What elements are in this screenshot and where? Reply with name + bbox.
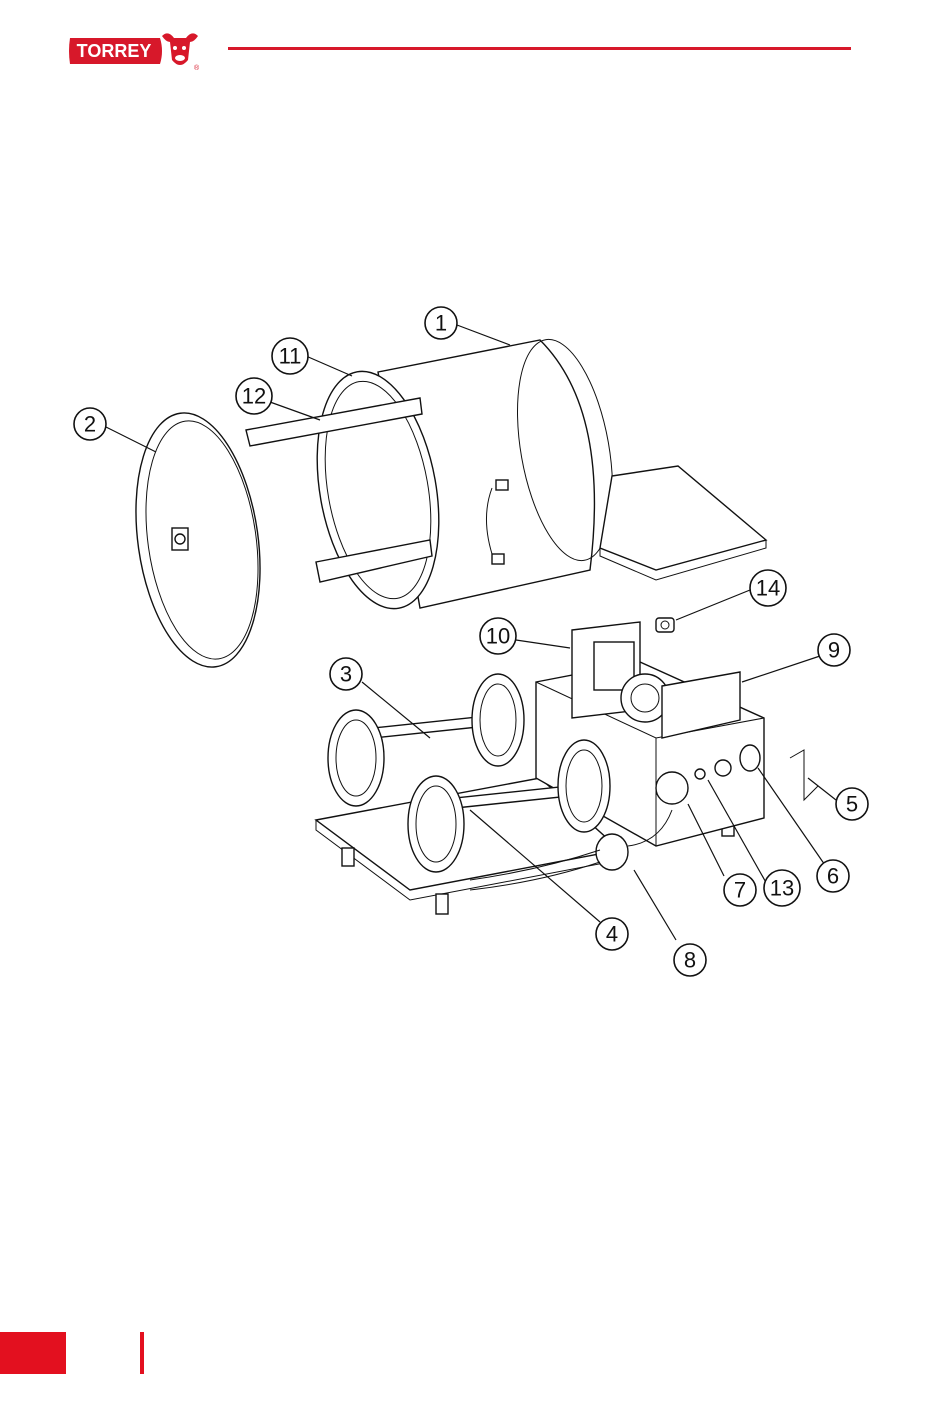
svg-text:8: 8	[684, 948, 696, 973]
callout-12: 12	[236, 378, 272, 414]
callout-14: 14	[750, 570, 786, 606]
callout-9: 9	[818, 634, 850, 666]
bull-head-icon	[162, 33, 198, 65]
svg-text:4: 4	[606, 922, 618, 947]
header-rule	[228, 47, 851, 50]
tray	[600, 466, 766, 580]
svg-text:10: 10	[486, 624, 510, 649]
brand-name: TORREY	[77, 41, 152, 61]
svg-text:2: 2	[84, 412, 96, 437]
callout-4: 4	[596, 918, 628, 950]
callout-6: 6	[817, 860, 849, 892]
svg-text:12: 12	[242, 384, 266, 409]
svg-text:5: 5	[846, 792, 858, 817]
callout-3: 3	[330, 658, 362, 690]
callout-1: 1	[425, 307, 457, 339]
svg-text:7: 7	[734, 878, 746, 903]
svg-text:1: 1	[435, 311, 447, 336]
svg-text:6: 6	[827, 864, 839, 889]
callout-5: 5	[836, 788, 868, 820]
svg-text:14: 14	[756, 576, 780, 601]
callout-8: 8	[674, 944, 706, 976]
footer-page-tab	[0, 1332, 66, 1374]
svg-text:9: 9	[828, 638, 840, 663]
svg-text:3: 3	[340, 662, 352, 687]
svg-text:13: 13	[770, 876, 794, 901]
registered-mark: ®	[194, 64, 200, 72]
svg-text:11: 11	[279, 344, 302, 369]
callout-2: 2	[74, 408, 106, 440]
torrey-logo: TORREY ®	[64, 28, 204, 74]
control-knob	[656, 618, 674, 632]
exploded-parts-diagram: 1 2 3 4 5 6 7 8 9 10 11 12 13 14	[0, 290, 950, 990]
callout-11: 11	[272, 338, 308, 374]
callout-13: 13	[764, 870, 800, 906]
callout-10: 10	[480, 618, 516, 654]
callout-7: 7	[724, 874, 756, 906]
footer-divider	[140, 1332, 144, 1374]
